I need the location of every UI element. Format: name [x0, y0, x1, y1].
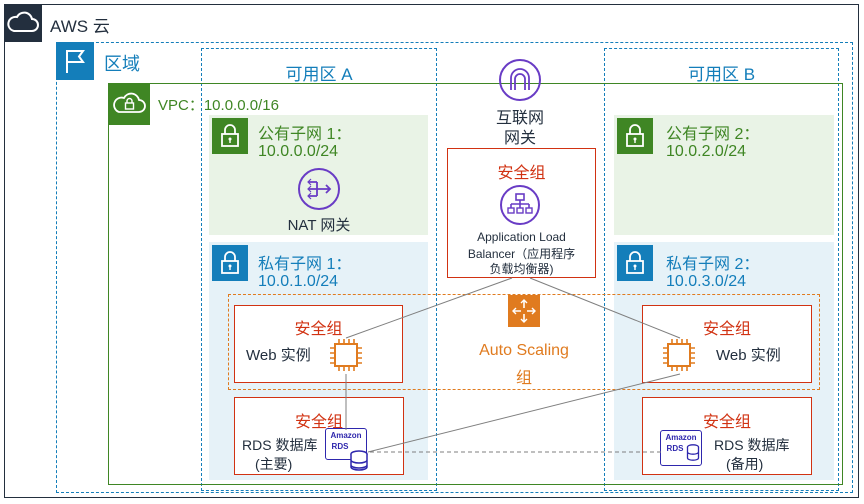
availability-zone-a — [201, 48, 437, 491]
public-subnet-1-cidr: 10.0.0.0/24 — [258, 143, 339, 160]
internet-gateway-label-line2: 网关 — [503, 130, 536, 147]
rds-a-security-group — [234, 397, 404, 475]
alb-security-group-label: 安全组 — [497, 165, 546, 182]
private-subnet-2-cidr: 10.0.3.0/24 — [666, 273, 747, 290]
rds-a-label-line1: RDS 数据库 — [242, 437, 318, 453]
internet-gateway-label-line1: 互联网 — [495, 110, 544, 127]
web-a-label: Web 实例 — [246, 347, 311, 364]
auto-scaling-label-line2: 组 — [515, 370, 532, 387]
rds-a-label-line2: (主要) — [255, 456, 293, 472]
nat-gateway-icon — [297, 167, 341, 211]
public-subnet-2-title: 公有子网 2： — [666, 126, 760, 143]
vpc-cloud-lock-icon — [108, 83, 150, 125]
rds-b-label-line2: (备用) — [726, 456, 764, 472]
rds-a-security-group-label: 安全组 — [294, 414, 343, 431]
auto-scaling-group — [228, 294, 820, 390]
public-subnet-2-lock-icon — [617, 118, 653, 154]
rds-b-security-group-label: 安全组 — [702, 414, 751, 431]
web-a-security-group — [234, 305, 403, 383]
private-subnet-1-title: 私有子网 1： — [258, 256, 352, 273]
alb-to-web-b-line — [529, 277, 681, 339]
auto-scaling-label-line1: Auto Scaling — [479, 342, 569, 359]
rds-b-label-line1: RDS 数据库 — [714, 437, 790, 453]
vpc-frame — [108, 83, 843, 485]
web-b-chip-icon — [660, 336, 698, 374]
private-subnet-2-title: 私有子网 2： — [666, 256, 760, 273]
web-b-security-group-label: 安全组 — [702, 321, 751, 338]
alb-label-line3: 负载均衡器) — [489, 262, 554, 276]
availability-zone-b-label: 可用区 B — [687, 65, 756, 84]
auto-scaling-icon — [508, 295, 540, 327]
private-subnet-1-cidr: 10.0.1.0/24 — [258, 273, 339, 290]
alb-to-web-a-line — [345, 277, 513, 339]
availability-zone-b — [604, 48, 839, 491]
region-flag-icon — [56, 42, 94, 80]
private-subnet-1-lock-icon — [212, 245, 248, 281]
alb-label-line2: Balancer（应用程序 — [467, 247, 576, 261]
nat-gateway-label: NAT 网关 — [287, 217, 351, 234]
internet-gateway-icon — [498, 58, 542, 102]
availability-zone-a-label: 可用区 A — [285, 65, 353, 84]
public-subnet-1-title: 公有子网 1： — [258, 126, 352, 143]
web-b-label: Web 实例 — [716, 347, 781, 364]
web-b-to-rds-a-line — [367, 373, 681, 453]
web-a-chip-icon — [327, 336, 365, 374]
alb-label-line1: Application Load — [477, 230, 566, 244]
rds-b-database-icon: Amazon RDS — [660, 430, 704, 470]
load-balancer-icon — [499, 184, 541, 226]
public-subnet-1-lock-icon — [212, 118, 248, 154]
aws-cloud-frame — [4, 4, 859, 498]
region-frame — [56, 42, 853, 493]
aws-cloud-label: AWS 云 — [50, 17, 110, 36]
private-subnet-2-lock-icon — [617, 245, 653, 281]
vpc-label: VPC：10.0.0.0/16 — [158, 97, 279, 114]
web-a-security-group-label: 安全组 — [294, 321, 343, 338]
rds-a-database-icon: Amazon RDS — [325, 428, 371, 472]
aws-cloud-icon — [4, 4, 42, 42]
public-subnet-2-cidr: 10.0.2.0/24 — [666, 143, 747, 160]
region-label: 区域 — [104, 54, 140, 74]
